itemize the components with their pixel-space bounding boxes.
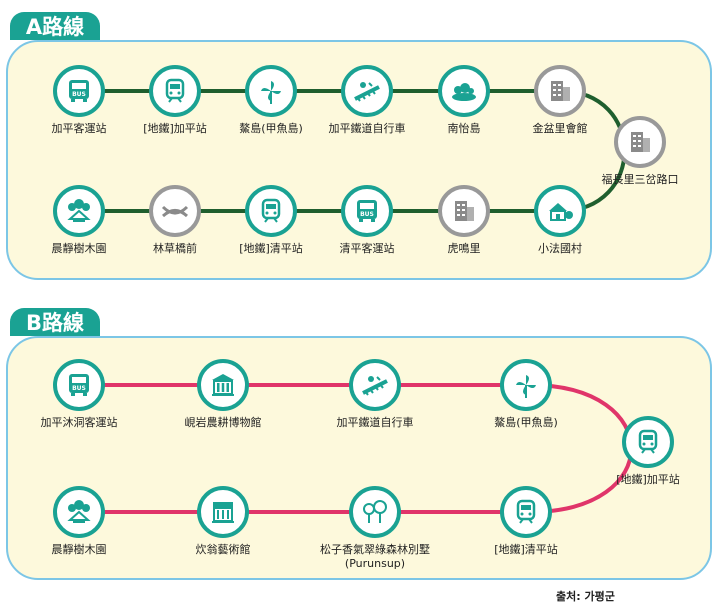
station-name: 林草橋前 <box>153 242 197 255</box>
station-label: 晨靜樹木園 <box>9 242 149 256</box>
route-a-title: A路線 <box>10 12 100 40</box>
station-label: 加平客運站 <box>9 122 149 136</box>
route-b-title: B路線 <box>10 308 100 336</box>
station-marker <box>245 65 297 117</box>
station-label: 峴岩農耕博物館 <box>153 416 293 430</box>
station-marker: BUS <box>53 65 105 117</box>
bus-icon: BUS <box>353 197 381 225</box>
station-name: [地鐵]加平站 <box>616 473 680 486</box>
building-icon <box>450 197 478 225</box>
station-name: 清平客運站 <box>339 242 395 255</box>
station-marker <box>245 185 297 237</box>
station-name: 晨靜樹木園 <box>51 242 107 255</box>
station-name: 炊翁藝術館 <box>195 543 251 556</box>
svg-text:BUS: BUS <box>360 211 374 218</box>
station-label: 南怡島 <box>394 122 534 136</box>
source-credit: 출처: 가평군 <box>556 590 615 603</box>
subway-icon <box>257 197 285 225</box>
station-label: 加平沐洞客運站 <box>9 416 149 430</box>
station-name: [地鐵]清平站 <box>239 242 303 255</box>
subway-icon <box>634 428 662 456</box>
station-label: 金盆里會館 <box>490 122 630 136</box>
bridge-icon <box>160 197 190 225</box>
pinwheel-icon <box>512 371 540 399</box>
station-label: [地鐵]加平站 <box>105 122 245 136</box>
station-label: 晨靜樹木園 <box>9 543 149 557</box>
station-label: 清平客運站 <box>297 242 437 256</box>
station-marker <box>149 65 201 117</box>
station-name: 虎鳴里 <box>447 242 481 255</box>
museum-icon <box>209 371 237 399</box>
station-marker <box>438 185 490 237</box>
station-label: 鰲島(甲魚島) <box>456 416 596 430</box>
station-marker <box>341 65 393 117</box>
svg-text:BUS: BUS <box>72 91 86 98</box>
arboretum-icon <box>64 197 94 225</box>
building-icon <box>626 128 654 156</box>
station-label: 林草橋前 <box>105 242 245 256</box>
station-subname: (Purunsup) <box>344 557 406 570</box>
art-hall-icon <box>209 498 237 526</box>
station-marker <box>349 486 401 538</box>
station-name: 鰲島(甲魚島) <box>494 416 558 429</box>
station-name: 晨靜樹木園 <box>51 543 107 556</box>
station-label: 虎鳴里 <box>394 242 534 256</box>
station-name: 峴岩農耕博物館 <box>184 416 262 429</box>
station-label: 福長里三岔路口 <box>570 173 710 187</box>
subway-icon <box>512 498 540 526</box>
station-name: 小法國村 <box>538 242 582 255</box>
station-label: 炊翁藝術館 <box>153 543 293 557</box>
station-name: 金盆里會館 <box>532 122 588 135</box>
station-name: 加平鐵道自行車 <box>328 122 406 135</box>
pinwheel-icon <box>257 77 285 105</box>
arboretum-icon <box>64 498 94 526</box>
station-marker <box>500 486 552 538</box>
station-marker <box>622 416 674 468</box>
station-marker: BUS <box>53 359 105 411</box>
route-b-line <box>79 383 634 514</box>
station-label: [地鐵]清平站 <box>456 543 596 557</box>
svg-text:BUS: BUS <box>72 385 86 392</box>
subway-icon <box>161 77 189 105</box>
forest-icon <box>360 498 390 526</box>
house-icon <box>545 197 575 225</box>
station-marker <box>349 359 401 411</box>
station-name: 加平沐洞客運站 <box>40 416 118 429</box>
rail-bike-icon <box>352 77 382 105</box>
station-name: [地鐵]清平站 <box>494 543 558 556</box>
station-label: 加平鐵道自行車 <box>305 416 445 430</box>
station-name: [地鐵]加平站 <box>143 122 207 135</box>
station-label: 加平鐵道自行車 <box>297 122 437 136</box>
bus-icon: BUS <box>65 371 93 399</box>
station-label: 鰲島(甲魚島) <box>201 122 341 136</box>
station-marker <box>500 359 552 411</box>
station-marker <box>534 185 586 237</box>
station-marker: BUS <box>341 185 393 237</box>
building-icon <box>546 77 574 105</box>
rail-bike-icon <box>360 371 390 399</box>
station-name: 福長里三岔路口 <box>601 173 679 186</box>
island-icon <box>449 77 479 105</box>
station-label: 松子香氣翠綠森林別墅(Purunsup) <box>305 543 445 571</box>
station-name: 鰲島(甲魚島) <box>239 122 303 135</box>
station-marker <box>149 185 201 237</box>
station-marker <box>53 185 105 237</box>
station-label: [地鐵]清平站 <box>201 242 341 256</box>
station-marker <box>197 359 249 411</box>
station-marker <box>614 116 666 168</box>
station-name: 加平鐵道自行車 <box>336 416 414 429</box>
station-name: 加平客運站 <box>51 122 107 135</box>
bus-icon: BUS <box>65 77 93 105</box>
station-name: 南怡島 <box>447 122 481 135</box>
station-marker <box>53 486 105 538</box>
station-marker <box>534 65 586 117</box>
station-name: 松子香氣翠綠森林別墅 <box>320 543 430 556</box>
station-label: [地鐵]加平站 <box>578 473 718 487</box>
station-label: 小法國村 <box>490 242 630 256</box>
station-marker <box>197 486 249 538</box>
station-marker <box>438 65 490 117</box>
